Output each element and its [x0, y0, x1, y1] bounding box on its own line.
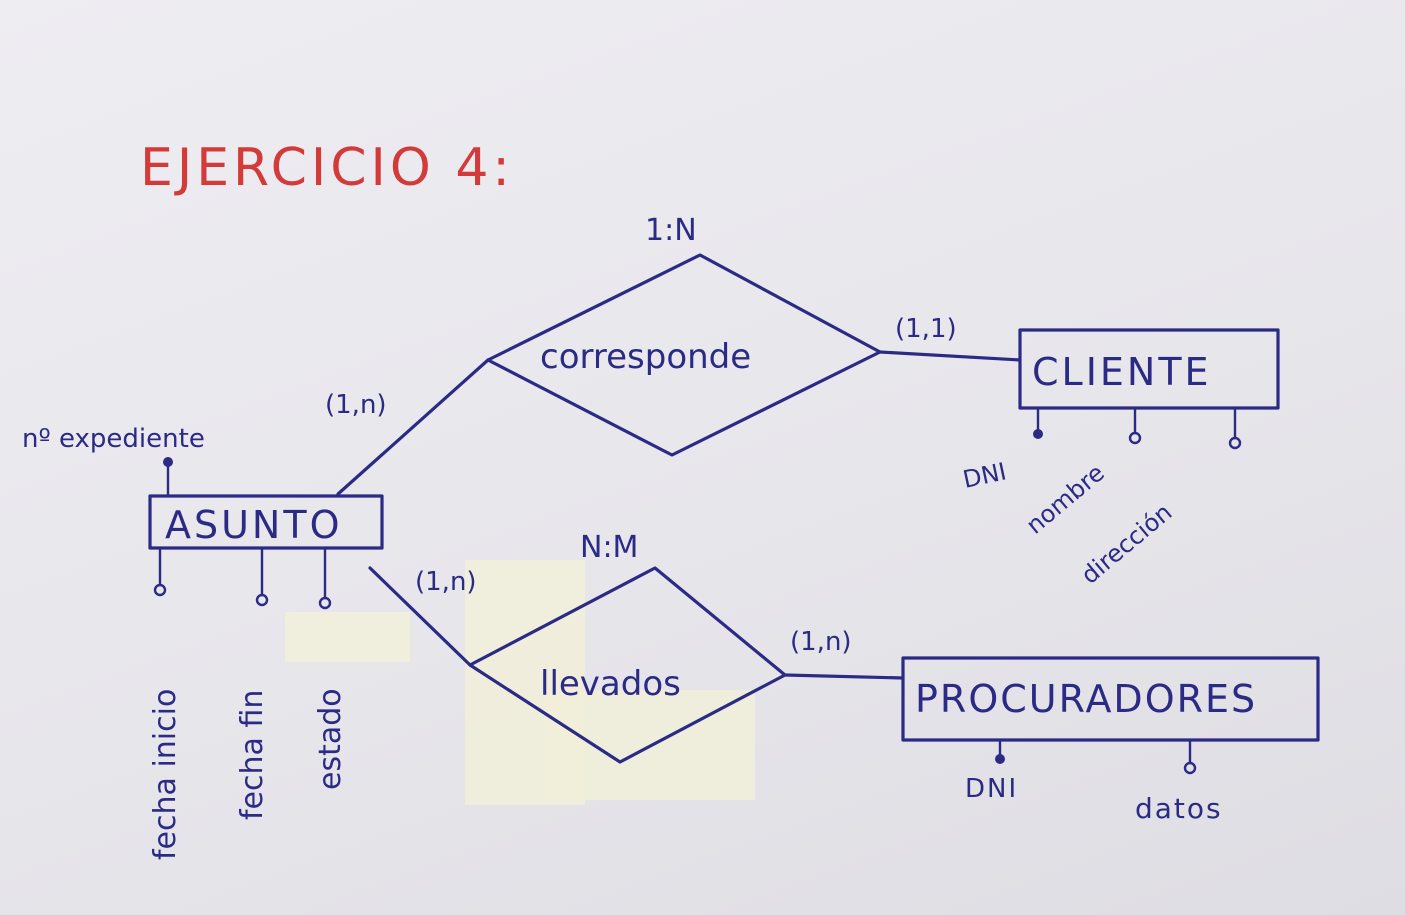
card-procuradores-llevados: (1,n): [790, 627, 852, 657]
attribute-marker: [255, 593, 269, 607]
relationship-corresponde-type: 1:N: [645, 213, 697, 248]
entity-procuradores-box: [901, 656, 1320, 742]
relationship-llevados-label: llevados: [540, 664, 681, 704]
entity-cliente-label: CLIENTE: [1032, 350, 1212, 394]
attr-cliente-nombre: nombre: [1021, 459, 1110, 540]
attribute-marker: [1228, 436, 1242, 450]
entity-asunto-label: ASUNTO: [165, 503, 342, 547]
attr-asunto-fecha-inicio: fecha inicio: [148, 689, 183, 860]
key-attribute-marker: [995, 754, 1005, 764]
line-asunto-llevados: [368, 566, 472, 667]
attr-procuradores-datos: datos: [1135, 792, 1223, 825]
attr-asunto-fecha-fin: fecha fin: [235, 690, 270, 820]
entity-procuradores-label: PROCURADORES: [915, 677, 1257, 721]
relationship-corresponde-label: corresponde: [540, 337, 751, 377]
tape-piece: [285, 612, 410, 662]
line-corresponde-cliente: [878, 350, 1022, 362]
card-asunto-llevados: (1,n): [415, 567, 477, 597]
attr-cliente-dni: DNI: [960, 457, 1008, 493]
attribute-marker: [1128, 431, 1142, 445]
attr-asunto-estado: estado: [313, 688, 348, 790]
attribute-marker: [318, 596, 332, 610]
attr-procuradores-dni: DNI: [965, 774, 1018, 804]
attr-cliente-direccion: dirección: [1076, 498, 1177, 589]
entity-cliente-box: [1018, 328, 1280, 410]
card-cliente-corresponde: (1,1): [895, 314, 957, 344]
attr-asunto-expediente: nº expediente: [22, 424, 205, 454]
line-asunto-corresponde: [336, 358, 490, 496]
attribute-marker: [153, 583, 167, 597]
key-attribute-marker: [163, 457, 173, 467]
relationship-llevados-type: N:M: [580, 530, 638, 565]
attribute-marker: [1183, 761, 1197, 775]
key-attribute-marker: [1033, 429, 1043, 439]
line-llevados-procuradores: [783, 673, 905, 680]
card-asunto-corresponde: (1,n): [325, 390, 387, 420]
page-title: EJERCICIO 4:: [140, 138, 514, 198]
entity-asunto-box: [148, 494, 384, 550]
